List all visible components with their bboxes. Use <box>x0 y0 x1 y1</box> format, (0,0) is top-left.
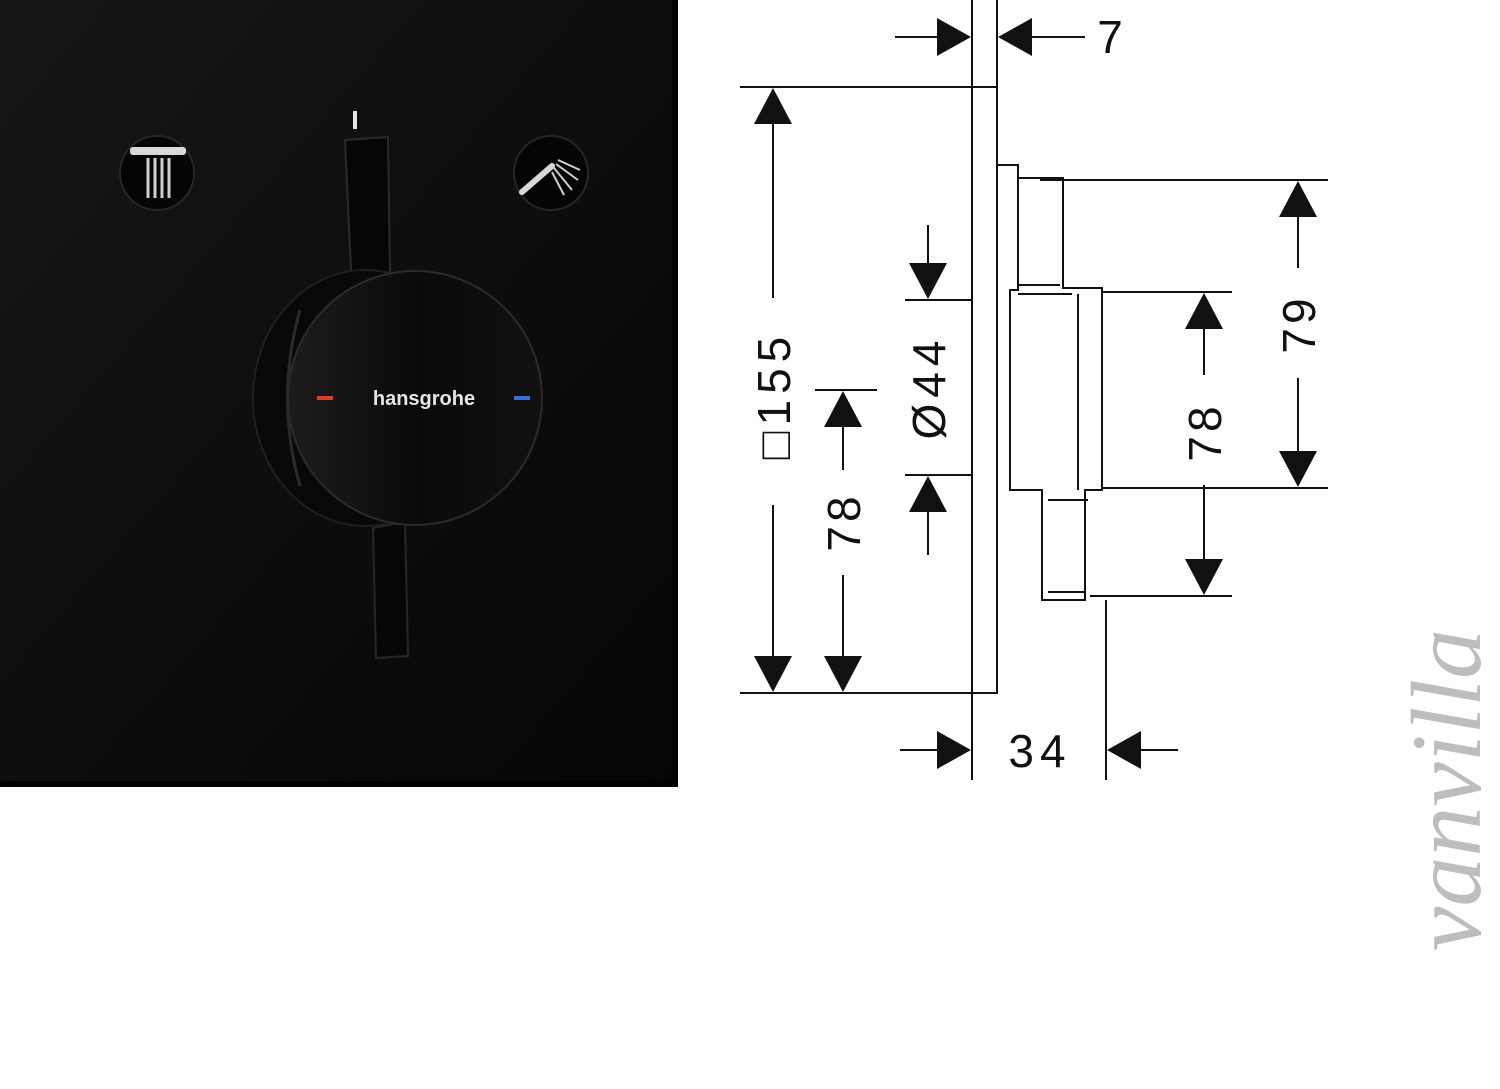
tub-spout-icon <box>119 135 195 211</box>
dim-body-height: 79 <box>1273 294 1325 353</box>
diverter-knob: hansgrohe <box>252 269 543 527</box>
hot-mark <box>317 396 333 400</box>
dimension-arrows <box>754 18 1317 769</box>
indicator-mark <box>353 111 357 129</box>
technical-drawing <box>740 0 1328 780</box>
dim-left-offset: 78 <box>818 492 870 551</box>
hand-shower-icon <box>513 135 589 211</box>
cold-mark <box>514 396 530 400</box>
body-profile <box>997 164 1103 601</box>
mixer-photo: hansgrohe <box>0 0 678 787</box>
handle-lever-top <box>343 135 392 294</box>
plate-profile <box>971 86 998 694</box>
watermark: vanvilla <box>1391 629 1500 951</box>
dim-diameter: Ø44 <box>903 335 955 440</box>
brand-logo: hansgrohe <box>373 388 475 410</box>
dim-top-thickness: 7 <box>1097 11 1123 63</box>
handle-lever-bottom <box>371 520 410 660</box>
dim-right-offset: 78 <box>1179 402 1231 461</box>
dim-plate-square: □155 <box>748 331 800 460</box>
dim-depth: 34 <box>1008 725 1071 777</box>
